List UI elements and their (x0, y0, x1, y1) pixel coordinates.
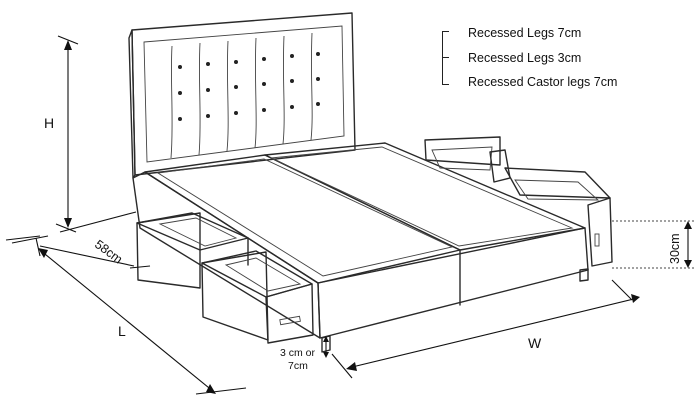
drawer-depth-label: 58cm (92, 237, 125, 266)
length-label: L (118, 323, 126, 339)
legend-item-recessed-castor-legs-7cm: Recessed Castor legs 7cm (468, 75, 618, 89)
base-height-dimension: 30cm (612, 220, 694, 269)
right-drawer-1 (424, 136, 511, 183)
bed-base (132, 142, 589, 353)
width-dimension: W (331, 279, 640, 379)
drawer-depth-dimension: 58cm (11, 211, 151, 269)
headboard-tufting (170, 32, 313, 159)
height-label: H (44, 115, 54, 131)
left-drawer-2 (201, 250, 314, 344)
leg-clearance-label-2: 7cm (288, 360, 308, 372)
legend-tick (442, 57, 449, 58)
length-dimension: L (5, 235, 247, 395)
legend-tick (442, 84, 449, 85)
height-dimension: H (44, 35, 79, 233)
legend-item-recessed-legs-7cm: Recessed Legs 7cm (468, 26, 582, 40)
left-drawer-1 (136, 212, 249, 289)
legend-bracket (442, 31, 443, 85)
leg-clearance-dimension: 3 cm or 7cm (280, 336, 329, 372)
legend-tick (442, 31, 449, 32)
headboard (128, 12, 356, 179)
leg-clearance-label-1: 3 cm or (280, 347, 316, 359)
right-drawer-2 (504, 167, 613, 267)
width-label: W (528, 335, 542, 351)
legend-item-recessed-legs-3cm: Recessed Legs 3cm (468, 51, 582, 65)
leg-options-legend: Recessed Legs 7cm Recessed Legs 3cm Rece… (436, 26, 676, 96)
base-height-label: 30cm (668, 233, 682, 264)
headboard-buttons (178, 52, 320, 121)
